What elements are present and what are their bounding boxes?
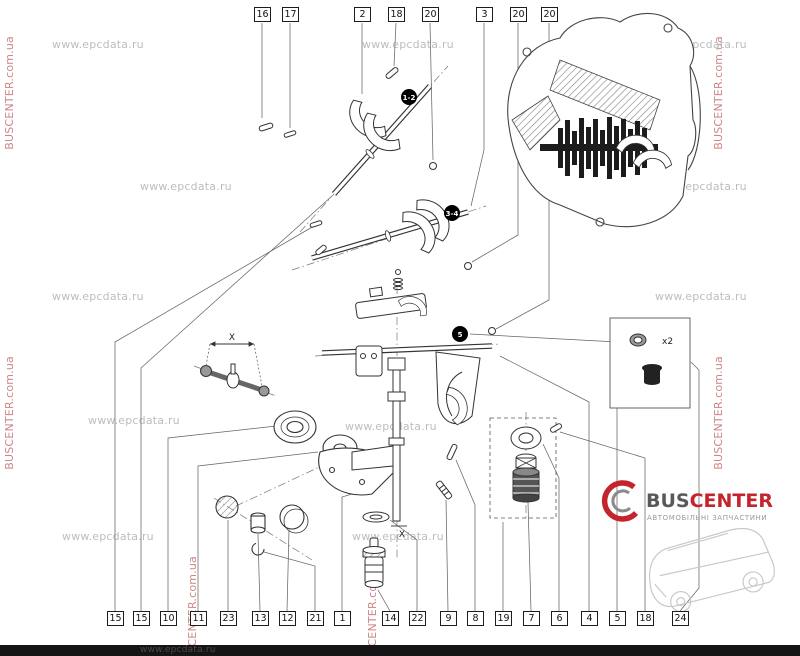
callout-18[interactable]: 18 [637, 611, 654, 626]
lower-selector-shaft [321, 343, 493, 427]
callout-2[interactable]: 2 [354, 7, 371, 22]
callout-23[interactable]: 23 [220, 611, 237, 626]
callout-20[interactable]: 20 [422, 7, 439, 22]
badge-1-2: 1-2 [403, 94, 416, 102]
callout-22[interactable]: 22 [409, 611, 426, 626]
callout-4[interactable]: 4 [581, 611, 598, 626]
van-sketch [648, 527, 775, 613]
callout-18[interactable]: 18 [388, 7, 405, 22]
shift-lever: X [200, 333, 270, 397]
watermark-epcdata: www.epcdata.ru [655, 290, 747, 303]
callout-5[interactable]: 5 [609, 611, 626, 626]
logo-tagline: АВТОМОБІЛЬНІ ЗАПЧАСТИНИ [647, 514, 767, 522]
speedo-drive-part [362, 537, 386, 588]
callout-14[interactable]: 14 [382, 611, 399, 626]
selector-rocker-5 [355, 269, 432, 320]
logo-bus-text: BUS [646, 490, 690, 512]
watermark-epcdata: www.epcdata.ru [140, 180, 232, 193]
buscenter-logo: BUSCENTER АВТОМОБІЛЬНІ ЗАПЧАСТИНИ [601, 480, 773, 522]
callout-1[interactable]: 1 [334, 611, 351, 626]
callout-17[interactable]: 17 [282, 7, 299, 22]
callout-13[interactable]: 13 [252, 611, 269, 626]
detent-balls [429, 162, 496, 335]
gearbox-housing [507, 12, 701, 228]
selector-rod-3-4 [309, 190, 469, 261]
dimension-x-label: X [399, 530, 405, 540]
svg-text:BUSCENTER: BUSCENTER [646, 490, 773, 512]
logo-center-text: CENTER [690, 490, 774, 512]
watermark-epcdata: www.epcdata.ru [52, 290, 144, 303]
callout-12[interactable]: 12 [279, 611, 296, 626]
badge-5: 5 [458, 331, 463, 339]
roll-pins [258, 122, 297, 138]
badge-3-4: 3-4 [446, 210, 459, 218]
dimension-x-label: X [229, 333, 235, 343]
callout-16[interactable]: 16 [254, 7, 271, 22]
watermark-epcdata: www.epcdata.ru [345, 420, 437, 433]
callout-21[interactable]: 21 [307, 611, 324, 626]
callout-7[interactable]: 7 [523, 611, 540, 626]
callout-15[interactable]: 15 [107, 611, 124, 626]
callout-9[interactable]: 9 [440, 611, 457, 626]
callout-19[interactable]: 19 [495, 611, 512, 626]
callout-20[interactable]: 20 [510, 7, 527, 22]
detent-plunger-set [215, 495, 309, 556]
gear-badges: 1-2 3-4 5 [401, 89, 468, 342]
vertical-selector-shaft: X [351, 357, 458, 540]
callout-10[interactable]: 10 [160, 611, 177, 626]
callout-8[interactable]: 8 [467, 611, 484, 626]
watermark-epcdata: www.epcdata.ru [140, 645, 216, 655]
callout-3[interactable]: 3 [476, 7, 493, 22]
bearing-stack [489, 417, 563, 519]
footer-bar: www.epcdata.ru [0, 645, 800, 656]
callout-11[interactable]: 11 [190, 611, 207, 626]
watermark-epcdata: www.epcdata.ru [62, 530, 154, 543]
watermark-epcdata: www.epcdata.ru [52, 38, 144, 51]
callout-20[interactable]: 20 [541, 7, 558, 22]
callout-6[interactable]: 6 [551, 611, 568, 626]
callout-15[interactable]: 15 [133, 611, 150, 626]
callout-24[interactable]: 24 [672, 611, 689, 626]
selector-rod-1-2 [331, 67, 433, 196]
qty-x2-label: x2 [662, 337, 673, 347]
watermark-epcdata: www.epcdata.ru [88, 414, 180, 427]
bushing-qty-box: x2 [609, 317, 691, 409]
